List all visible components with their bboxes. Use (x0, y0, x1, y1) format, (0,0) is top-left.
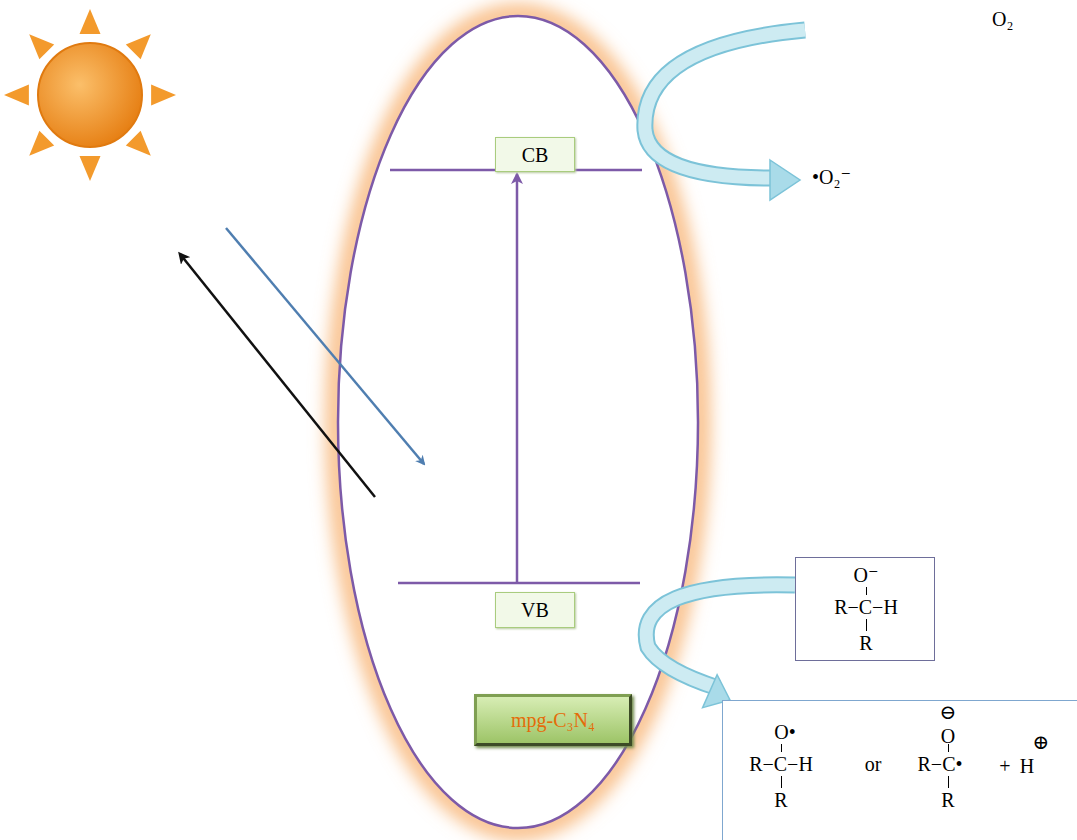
node-text: VB (521, 599, 549, 621)
oxygen-ribbon (645, 30, 805, 178)
bond-line (781, 776, 782, 788)
sun (4, 9, 176, 181)
bond-line (866, 619, 867, 631)
species-label: O₂ (992, 8, 1013, 30)
light-in-arrow (226, 228, 424, 464)
oxygen-arrow (645, 30, 805, 200)
structure-text: R (774, 789, 787, 811)
structure-text: R (859, 632, 872, 654)
structure-text: O⁻ (854, 564, 879, 586)
structure-text: + (999, 755, 1010, 777)
excitation-arrow (516, 174, 519, 583)
reactant-structure: O⁻ R−C−H R (795, 557, 935, 661)
oxygen-arrowhead (770, 160, 800, 200)
structure-text: ⊕ (1033, 731, 1050, 753)
node-text: CB (522, 144, 549, 166)
band-label: CB (495, 137, 575, 172)
structure-text: R−C−H (834, 596, 898, 618)
sun-ray (29, 131, 54, 156)
band-label: VB (495, 592, 575, 628)
product-structures: O•R−C−HRor⊖OR−C•R+H⊕ (722, 700, 1077, 840)
catalyst-label: mpg-C₃N₄ (474, 694, 632, 746)
node-text: mpg-C₃N₄ (511, 709, 595, 731)
sun-ray (80, 9, 101, 34)
sun-ray (4, 85, 29, 106)
bond-line (948, 776, 949, 788)
sun-ray (29, 34, 54, 59)
structure-text: ⊖ (940, 701, 957, 723)
structure-text: R (941, 789, 954, 811)
sun-ray (126, 131, 151, 156)
bond-line (948, 744, 949, 752)
sun-ray (126, 34, 151, 59)
arrow-ribbon (646, 585, 795, 688)
bond-line (781, 744, 782, 752)
vb-line (398, 582, 640, 585)
structure-text: O• (774, 721, 795, 743)
sun-ray (151, 85, 176, 106)
structure-text: or (865, 753, 882, 775)
sun-disc (38, 43, 142, 147)
sun-ray (80, 156, 101, 181)
oxygen-ribbon-core (645, 30, 805, 178)
structure-text: R−C−H (749, 753, 813, 775)
bond-line (866, 587, 867, 595)
light-out-arrow (180, 254, 375, 497)
species-label: •O₂⁻ (812, 166, 851, 188)
structure-text: H (1020, 755, 1034, 777)
reaction-arrow (646, 585, 795, 708)
arrow-ribbon-core (646, 585, 795, 688)
structure-text: R−C• (918, 753, 963, 775)
